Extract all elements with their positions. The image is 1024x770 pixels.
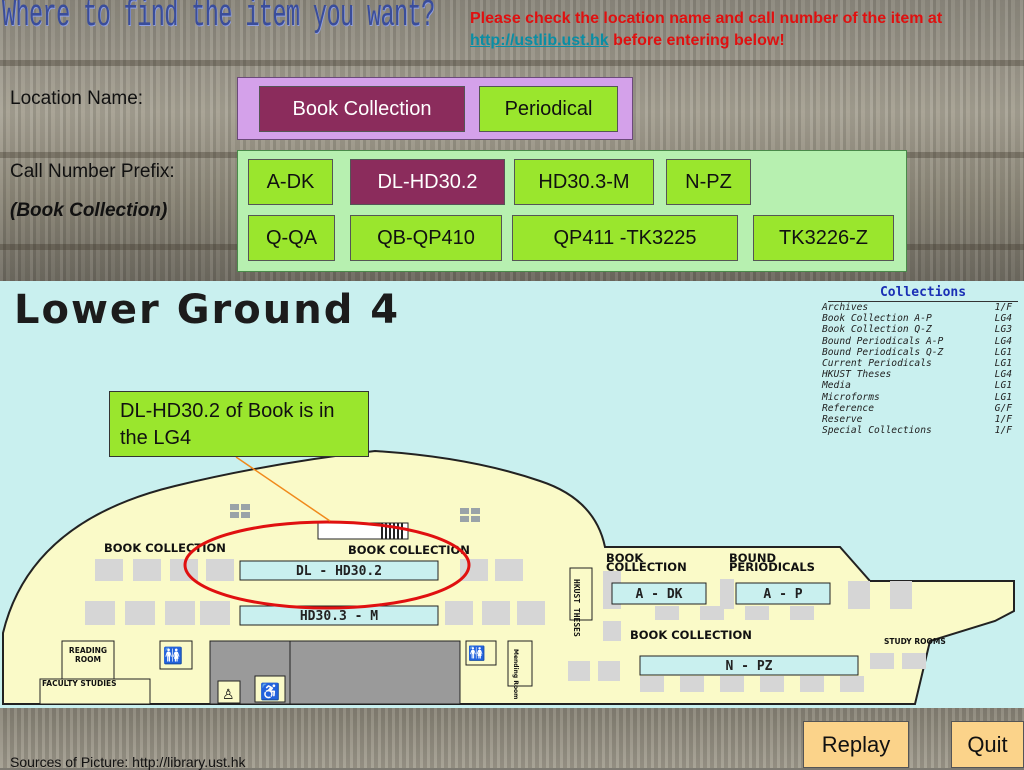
legend-floor: 1/F — [994, 302, 1012, 313]
shelf-box-dl-hd30-2 — [239, 560, 439, 581]
area-label-book-stack-2: COLLECTION — [606, 560, 687, 574]
legend-title: Collections — [828, 285, 1018, 302]
legend-row: Media LG1 — [818, 380, 1018, 391]
legend-floor: LG4 — [994, 369, 1012, 381]
legend-row: Bound Periodicals A-P LG4 — [818, 336, 1018, 347]
faculty-studies-label: FACULTY STUDIES — [42, 679, 117, 688]
legend-row: Bound Periodicals Q-Z LG1 — [818, 347, 1018, 358]
shelf-label-a-dk: A - DK — [636, 587, 683, 602]
legend-collection-name: Reserve — [822, 414, 863, 426]
legend-floor: LG3 — [994, 324, 1012, 336]
legend-row: Special Collections 1/F — [818, 425, 1018, 436]
shelf-box-a-p — [735, 582, 831, 605]
shelf-label-a-p: A - P — [763, 587, 802, 602]
location-button-book-collection[interactable]: Book Collection — [259, 86, 465, 132]
shelf-box-a-dk — [611, 582, 707, 605]
legend-floor: G/F — [994, 402, 1012, 414]
callout-pointer — [235, 456, 331, 522]
floor-title: Lower Ground 4 — [14, 287, 401, 333]
vent-markers — [230, 504, 480, 522]
legend-row: Reserve 1/F — [818, 414, 1018, 425]
legend-floor: 1/F — [994, 425, 1012, 437]
legend-collection-name: Reference — [822, 402, 874, 414]
theses-label: HKUST THESES — [572, 579, 581, 637]
prefix-button-q-qa[interactable]: Q-QA — [248, 215, 335, 261]
legend-collection-name: HKUST Theses — [822, 369, 892, 381]
call-number-prefix-label: Call Number Prefix: — [10, 161, 175, 182]
prefix-button-n-pz[interactable]: N-PZ — [666, 159, 751, 205]
location-name-label: Location Name: — [10, 88, 144, 109]
prefix-button-dl-hd30-2[interactable]: DL-HD30.2 — [350, 159, 505, 205]
highlight-ring — [183, 520, 471, 610]
shelf-box-n-pz — [639, 655, 859, 676]
legend-collection-name: Archives — [822, 302, 869, 313]
legend-floor: LG1 — [994, 358, 1012, 370]
staircase — [317, 522, 409, 540]
area-label-book-stack-1: BOOK — [606, 551, 644, 565]
floor-plan-drawing: DL - HD30.2 HD30.3 - M A - DK A - P N - … — [1, 449, 1015, 705]
legend-row: Reference G/F — [818, 403, 1018, 414]
legend-floor: LG4 — [994, 335, 1012, 347]
mending-room-label: Mending Room — [512, 649, 519, 699]
prefix-button-qp411-tk3225[interactable]: QP411 -TK3225 — [512, 215, 738, 261]
legend-floor: LG1 — [994, 380, 1012, 392]
collection-note: (Book Collection) — [10, 200, 168, 221]
legend-collection-name: Bound Periodicals Q-Z — [822, 346, 944, 358]
legend-row: Microforms LG1 — [818, 392, 1018, 403]
shelf-box-hd30-3-m — [239, 605, 439, 626]
restroom-icon: 🚻 — [163, 646, 183, 665]
legend-floor: LG4 — [994, 313, 1012, 325]
legend-collection-name: Media — [822, 380, 851, 392]
location-callout: DL-HD30.2 of Book is in the LG4 — [109, 391, 369, 457]
shelf-label-dl-hd30-2: DL - HD30.2 — [296, 564, 382, 579]
replay-button[interactable]: Replay — [803, 721, 909, 768]
prefix-button-hd30-3-m[interactable]: HD30.3-M — [514, 159, 654, 205]
header-background — [0, 0, 1024, 281]
prefix-button-qb-qp410[interactable]: QB-QP410 — [350, 215, 502, 261]
prefix-button-tk3226-z[interactable]: TK3226-Z — [753, 215, 894, 261]
study-rooms-label: STUDY ROOMS — [884, 637, 946, 646]
legend-collection-name: Special Collections — [822, 425, 932, 437]
shelf-blocks — [85, 559, 926, 692]
quit-button[interactable]: Quit — [951, 721, 1024, 768]
legend-row: Current Periodicals LG1 — [818, 358, 1018, 369]
area-label-book-collection-left: BOOK COLLECTION — [104, 541, 226, 555]
person-icon: ♙ — [222, 686, 235, 702]
legend-collection-name: Microforms — [822, 391, 880, 403]
area-label-bound-periodicals-1: BOUND — [729, 551, 776, 565]
legend-collection-name: Bound Periodicals A-P — [822, 335, 944, 347]
catalog-link[interactable]: http://ustlib.ust.hk — [470, 32, 609, 49]
rooms-block — [39, 640, 533, 705]
legend-floor: LG1 — [994, 346, 1012, 358]
area-label-book-collection-right: BOOK COLLECTION — [630, 628, 752, 642]
legend-row: Book Collection A-P LG4 — [818, 313, 1018, 324]
shelf-label-n-pz: N - PZ — [726, 659, 773, 674]
theses-shelf — [569, 567, 593, 621]
legend-collection-name: Book Collection A-P — [822, 313, 932, 325]
instruction-notice: Please check the location name and call … — [470, 8, 1010, 52]
legend-row: Book Collection Q-Z LG3 — [818, 324, 1018, 335]
floor-plan-map: Lower Ground 4 — [0, 281, 1024, 708]
reading-room-label-2: ROOM — [75, 655, 101, 664]
accessible-icon: ♿ — [260, 682, 280, 701]
notice-text-end: before entering below! — [608, 32, 785, 49]
legend-collection-name: Book Collection Q-Z — [822, 324, 932, 336]
legend-floor: 1/F — [994, 414, 1012, 426]
prefix-button-a-dk[interactable]: A-DK — [248, 159, 333, 205]
location-button-periodical[interactable]: Periodical — [479, 86, 618, 132]
reading-room-label-1: READING — [69, 646, 107, 655]
picture-source: Sources of Picture: http://library.ust.h… — [10, 754, 246, 770]
legend-row: Archives 1/F — [818, 302, 1018, 313]
legend-row: HKUST Theses LG4 — [818, 369, 1018, 380]
area-label-book-collection-mid: BOOK COLLECTION — [348, 543, 470, 557]
shelf-label-hd30-3-m: HD30.3 - M — [300, 609, 378, 624]
restroom-icon-2: 🚻 — [468, 645, 485, 662]
legend-floor: LG1 — [994, 391, 1012, 403]
notice-text-start: Please check the location name and call … — [470, 10, 943, 27]
area-label-bound-periodicals-2: PERIODICALS — [729, 560, 815, 574]
legend-collection-name: Current Periodicals — [822, 358, 932, 370]
page-title: Where to find the item you want? — [2, 0, 435, 37]
